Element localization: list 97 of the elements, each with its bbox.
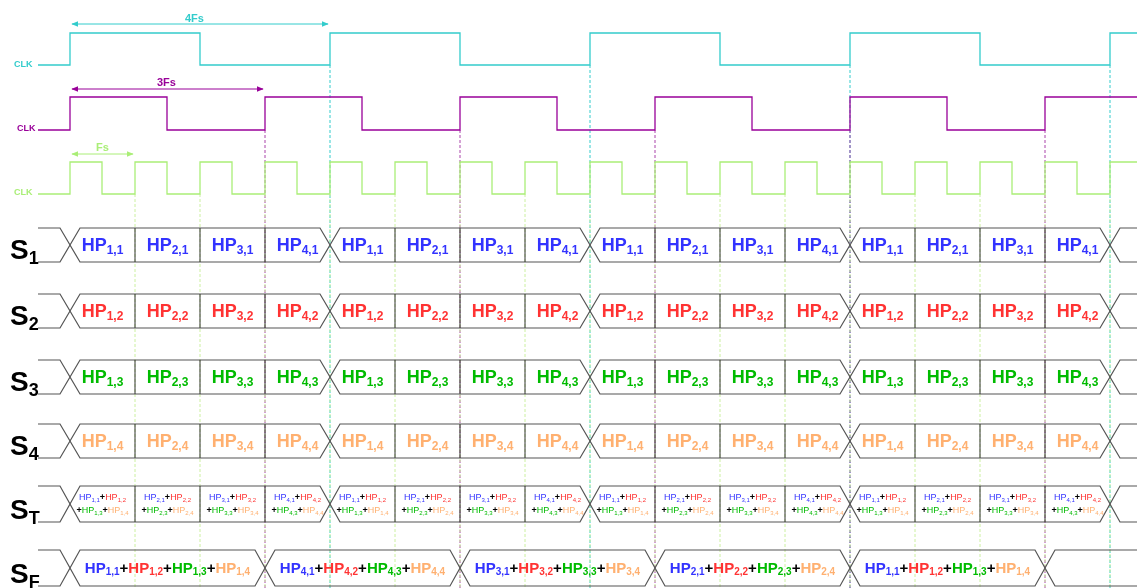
signal-value: HP$_{3,1}$	[984, 230, 1041, 260]
signal-value: HP$_{4,3}$	[529, 362, 586, 392]
signal-value: HP$_{3,2}$	[464, 296, 521, 326]
signal-value: HP$_{4,1}$	[269, 230, 326, 260]
signal-value: HP$_{3,1}$	[724, 230, 781, 260]
signal-value: HP$_{2,1}$	[659, 230, 716, 260]
signal-value: HP$_{2,3}$	[399, 362, 456, 392]
signal-value: HP$_{1,1}$+HP$_{1,2}$ +HP$_{1,3}$+HP$_{1,4}$	[334, 488, 391, 520]
signal-value: HP$_{2,2}$	[659, 296, 716, 326]
signal-value: HP$_{1,3}$	[594, 362, 651, 392]
signal-value: HP$_{4,2}$	[1049, 296, 1106, 326]
signal-value: HP$_{4,1}$	[789, 230, 846, 260]
signal-value: HP$_{2,4}$	[919, 426, 976, 456]
signal-value: HP$_{1,1}$+HP$_{1,2}$ +HP$_{1,3}$+HP$_{1,4}$	[854, 488, 911, 520]
row-label: S$_{3}$	[10, 368, 39, 396]
signal-value: HP$_{2,2}$	[139, 296, 196, 326]
signal-value: HP$_{3,1}$+HP$_{3,2}$+HP$_{3,3}$+HP$_{3,4}$	[464, 552, 651, 584]
signal-value: HP$_{1,3}$	[854, 362, 911, 392]
signal-value: HP$_{1,2}$	[334, 296, 391, 326]
signal-value: HP$_{4,1}$+HP$_{4,2}$ +HP$_{4,3}$+HP$_{4,4}$	[789, 488, 846, 520]
signal-value: HP$_{2,4}$	[139, 426, 196, 456]
signal-value: HP$_{1,1}$+HP$_{1,2}$ +HP$_{1,3}$+HP$_{1,4}$	[594, 488, 651, 520]
signal-value: HP$_{4,1}$+HP$_{4,2}$ +HP$_{4,3}$+HP$_{4,4}$	[1049, 488, 1106, 520]
signal-value: HP$_{2,1}$+HP$_{2,2}$+HP$_{2,3}$+HP$_{2,4}$	[659, 552, 846, 584]
signal-value: HP$_{3,3}$	[724, 362, 781, 392]
signal-value: HP$_{4,1}$+HP$_{4,2}$ +HP$_{4,3}$+HP$_{4,4}$	[529, 488, 586, 520]
signal-value: HP$_{3,1}$+HP$_{3,2}$ +HP$_{3,3}$+HP$_{3,4}$	[464, 488, 521, 520]
signal-value: HP$_{3,2}$	[724, 296, 781, 326]
signal-value: HP$_{4,2}$	[789, 296, 846, 326]
signal-value: HP$_{1,3}$	[74, 362, 131, 392]
signal-value: HP$_{3,1}$+HP$_{3,2}$ +HP$_{3,3}$+HP$_{3,4}$	[204, 488, 261, 520]
signal-value: HP$_{2,1}$+HP$_{2,2}$ +HP$_{2,3}$+HP$_{2,4}$	[139, 488, 196, 520]
signal-value: HP$_{2,4}$	[399, 426, 456, 456]
row-label: S$_{T}$	[10, 496, 40, 524]
signal-value: HP$_{4,1}$+HP$_{4,2}$+HP$_{4,3}$+HP$_{4,4}$	[269, 552, 456, 584]
signal-value: HP$_{1,3}$	[334, 362, 391, 392]
signal-value: HP$_{1,1}$	[334, 230, 391, 260]
signal-value: HP$_{2,1}$+HP$_{2,2}$ +HP$_{2,3}$+HP$_{2,4}$	[399, 488, 456, 520]
signal-value: HP$_{3,4}$	[724, 426, 781, 456]
signal-value: HP$_{3,2}$	[984, 296, 1041, 326]
signal-value: HP$_{4,1}$+HP$_{4,2}$ +HP$_{4,3}$+HP$_{4,4}$	[269, 488, 326, 520]
signal-value: HP$_{4,4}$	[789, 426, 846, 456]
signal-value: HP$_{1,4}$	[854, 426, 911, 456]
row-label: S$_{2}$	[10, 302, 39, 330]
signal-value: HP$_{3,4}$	[464, 426, 521, 456]
signal-name: CLK	[17, 122, 36, 135]
signal-value: HP$_{3,4}$	[984, 426, 1041, 456]
signal-name: Fs	[96, 140, 109, 155]
signal-value: HP$_{3,3}$	[204, 362, 261, 392]
signal-value: HP$_{1,2}$	[74, 296, 131, 326]
signal-value: HP$_{3,4}$	[204, 426, 261, 456]
signal-value: HP$_{2,1}$+HP$_{2,2}$ +HP$_{2,3}$+HP$_{2,4}$	[659, 488, 716, 520]
signal-value: HP$_{4,1}$	[1049, 230, 1106, 260]
signal-value: HP$_{2,1}$	[919, 230, 976, 260]
signal-value: HP$_{4,4}$	[1049, 426, 1106, 456]
signal-value: HP$_{3,1}$	[464, 230, 521, 260]
signal-value: HP$_{4,2}$	[529, 296, 586, 326]
signal-value: HP$_{3,1}$+HP$_{3,2}$ +HP$_{3,3}$+HP$_{3,4}$	[984, 488, 1041, 520]
signal-value: HP$_{2,2}$	[919, 296, 976, 326]
signal-value: HP$_{4,1}$	[529, 230, 586, 260]
row-label: S$_{4}$	[10, 432, 39, 460]
signal-value: HP$_{1,1}$+HP$_{1,2}$ +HP$_{1,3}$+HP$_{1,4}$	[74, 488, 131, 520]
signal-value: HP$_{2,2}$	[399, 296, 456, 326]
signal-value: HP$_{3,3}$	[464, 362, 521, 392]
signal-value: HP$_{1,2}$	[854, 296, 911, 326]
signal-value: HP$_{2,3}$	[659, 362, 716, 392]
signal-value: HP$_{4,4}$	[529, 426, 586, 456]
signal-value: HP$_{3,2}$	[204, 296, 261, 326]
signal-value: HP$_{2,1}$	[399, 230, 456, 260]
signal-value: HP$_{1,1}$	[594, 230, 651, 260]
signal-name: CLK	[14, 186, 33, 199]
signal-value: HP$_{2,3}$	[919, 362, 976, 392]
signal-value: HP$_{3,1}$	[204, 230, 261, 260]
signal-value: HP$_{4,2}$	[269, 296, 326, 326]
signal-value: HP$_{4,3}$	[269, 362, 326, 392]
signal-value: HP$_{3,3}$	[984, 362, 1041, 392]
signal-name: 3Fs	[157, 75, 176, 90]
signal-value: HP$_{1,1}$+HP$_{1,2}$+HP$_{1,3}$+HP$_{1,4}$	[854, 552, 1041, 584]
signal-name: 4Fs	[185, 11, 204, 26]
signal-value: HP$_{2,3}$	[139, 362, 196, 392]
row-label: S$_{F}$	[10, 560, 40, 588]
signal-value: HP$_{1,2}$	[594, 296, 651, 326]
signal-value: HP$_{1,4}$	[334, 426, 391, 456]
signal-value: HP$_{1,4}$	[74, 426, 131, 456]
row-label: S$_{1}$	[10, 236, 39, 264]
signal-value: HP$_{1,1}$	[854, 230, 911, 260]
signal-value: HP$_{2,1}$+HP$_{2,2}$ +HP$_{2,3}$+HP$_{2,4}$	[919, 488, 976, 520]
signal-value: HP$_{4,3}$	[1049, 362, 1106, 392]
signal-value: HP$_{2,4}$	[659, 426, 716, 456]
signal-value: HP$_{3,1}$+HP$_{3,2}$ +HP$_{3,3}$+HP$_{3,4}$	[724, 488, 781, 520]
signal-value: HP$_{4,3}$	[789, 362, 846, 392]
signal-value: HP$_{1,4}$	[594, 426, 651, 456]
signal-value: HP$_{2,1}$	[139, 230, 196, 260]
signal-name: CLK	[14, 58, 33, 71]
signal-value: HP$_{1,1}$	[74, 230, 131, 260]
signal-value: HP$_{4,4}$	[269, 426, 326, 456]
signal-value: HP$_{1,1}$+HP$_{1,2}$+HP$_{1,3}$+HP$_{1,4}$	[74, 552, 261, 584]
